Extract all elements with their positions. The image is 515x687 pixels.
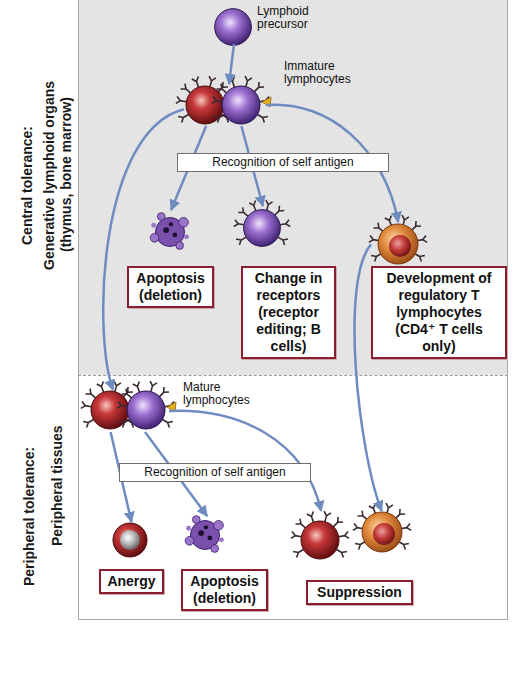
cell-node: Immature lymphocytes [184,84,266,126]
suppressed-cell [291,511,349,559]
outcome-label: Development of regulatory T lymphocytes … [371,266,507,359]
box-label: Recognition of self antigen [212,155,353,170]
outcome-label: Anergy [99,569,164,594]
mature-b-cell [81,381,139,429]
outcome-box: Anergy [99,522,164,594]
flow-arrow [355,244,382,511]
cell-label: Mature lymphocytes [183,381,263,407]
regulatory-t-cell [369,215,427,264]
outcome-box: Apoptosis (deletion) [127,210,214,308]
band-subheading: Generative lymphoid organs (thymus, bone… [41,55,77,295]
anergic-cell [113,523,147,557]
outcome-label: Apoptosis (deletion) [181,569,268,611]
outcome-box: Development of regulatory T lymphocytes … [371,222,507,362]
flow-arrow [111,432,132,522]
cell-node: Mature lymphocytes [89,390,169,432]
process-box: Recognition of self antigen [119,463,311,482]
outcome-label: Apoptosis (deletion) [127,266,214,308]
band-heading: Peripheral tolerance: [21,416,39,616]
band-subheading: Peripheral tissues [49,411,67,561]
box-label: Recognition of self antigen [144,465,285,480]
regulatory-t-cell [353,503,411,552]
self-antigen [167,402,176,412]
apoptotic-cell [185,516,224,553]
immature-b-cell [176,76,234,124]
outcome-box: Change in receptors (receptor editing; B… [241,206,336,360]
flow-arrow [171,126,206,210]
mature-t-cell [117,381,175,429]
flow-arrow [229,44,234,84]
flow-arrow [241,126,262,206]
edited-b-cell [234,200,290,246]
cell-node: Lymphoid precursor [217,10,251,44]
lymphoid-precursor-cell [215,9,252,46]
self-antigen [262,97,271,107]
band-heading: Central tolerance: [19,65,37,305]
cell-label: Immature lymphocytes [284,60,364,86]
flow-arrow [169,411,321,511]
cell-label: Lymphoid precursor [257,5,327,31]
outcome-label: Suppression [306,580,413,605]
outcome-box: Suppression [301,511,413,605]
outcome-box: Apoptosis (deletion) [181,516,268,611]
process-box: Recognition of self antigen [177,153,389,172]
outcome-label: Change in receptors (receptor editing; B… [241,266,336,359]
tissue-band: Central tolerance:Generative lymphoid or… [78,0,508,375]
flow-arrow [266,105,398,222]
apoptotic-cell [150,213,189,250]
flow-arrow [103,109,184,390]
flow-arrow [145,432,207,516]
tissue-band: Peripheral tolerance:Peripheral tissuesM… [78,375,508,620]
immature-t-cell [212,76,270,124]
